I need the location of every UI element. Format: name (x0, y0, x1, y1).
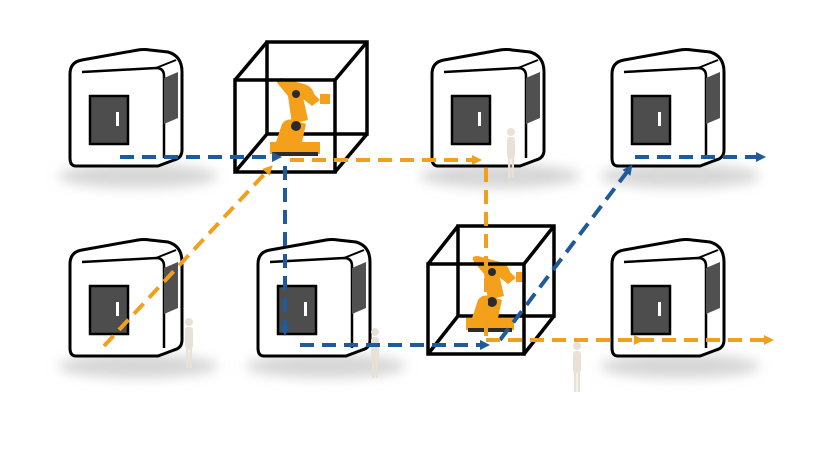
operator-figure-icon (507, 128, 515, 178)
blue-flow-path (120, 152, 766, 350)
operator-figure-icon (573, 342, 581, 392)
robot-arm-icon (466, 256, 526, 332)
operator-figure-icon (371, 328, 379, 378)
robot-cell-cube-icon (426, 224, 556, 356)
cnc-machine-icon (58, 238, 218, 378)
orange-flow-path (102, 155, 774, 348)
robot-cell-cube-icon (233, 40, 369, 174)
cnc-machine-icon (420, 48, 580, 188)
cnc-machine-icon (58, 48, 218, 188)
operator-figure-icon (185, 318, 193, 368)
cnc-machine-icon (246, 238, 406, 378)
robot-arm-icon (270, 78, 330, 156)
cnc-machine-icon (600, 48, 760, 188)
cnc-machine-icon (600, 238, 760, 378)
